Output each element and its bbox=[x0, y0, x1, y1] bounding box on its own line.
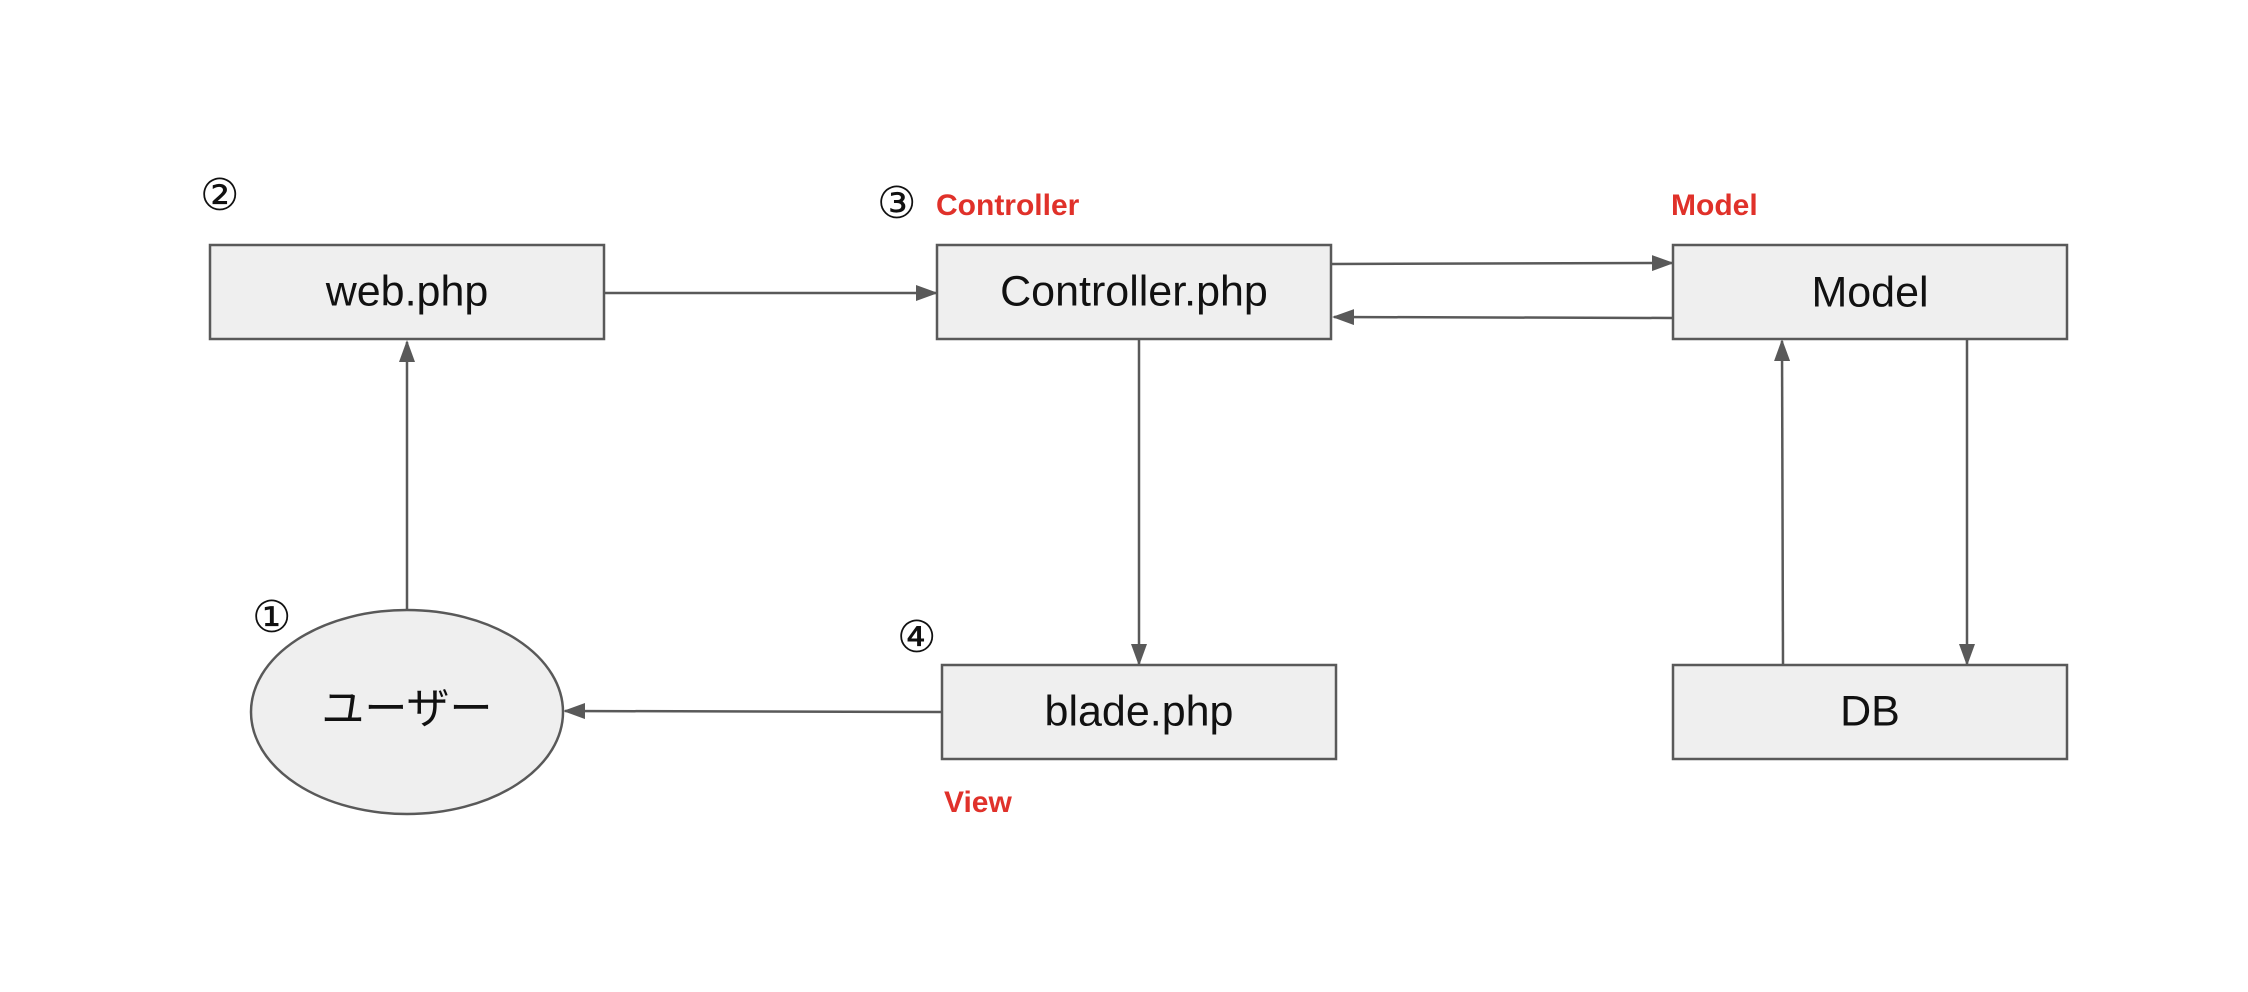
node-controller: Controller.php bbox=[935, 243, 1333, 341]
step-numbers: ① ② ③ ④ bbox=[200, 170, 936, 663]
layer-labels: Controller Model View bbox=[936, 189, 1758, 819]
layer-label-controller: Controller bbox=[936, 189, 1080, 222]
step-number-web: ② bbox=[200, 170, 239, 221]
node-model: Model bbox=[1671, 243, 2069, 341]
web-label: web.php bbox=[325, 267, 489, 315]
db-box bbox=[1671, 663, 2069, 761]
edge-controller-to-model bbox=[1331, 255, 1674, 272]
controller-box bbox=[935, 243, 1333, 341]
step-number-controller: ③ bbox=[877, 178, 916, 229]
model-label: Model bbox=[1811, 268, 1928, 316]
blade-label: blade.php bbox=[1045, 687, 1234, 735]
node-db: DB bbox=[1671, 663, 2069, 761]
controller-label: Controller.php bbox=[1000, 267, 1268, 315]
edges bbox=[399, 255, 1975, 720]
step-number-blade: ④ bbox=[897, 612, 936, 663]
layer-label-view: View bbox=[944, 786, 1012, 819]
layer-label-model: Model bbox=[1671, 189, 1758, 222]
edge-db-to-model bbox=[1774, 339, 1791, 666]
edge-blade-to-user bbox=[563, 703, 943, 720]
db-label: DB bbox=[1840, 687, 1900, 735]
model-box bbox=[1671, 243, 2069, 341]
user-label: ユーザー bbox=[321, 685, 492, 733]
node-blade: blade.php bbox=[940, 663, 1338, 761]
blade-box bbox=[940, 663, 1338, 761]
step-number-user: ① bbox=[252, 592, 291, 643]
node-user: ユーザー bbox=[249, 608, 565, 816]
node-web: web.php bbox=[208, 243, 606, 341]
user-ellipse bbox=[249, 608, 565, 816]
edge-model-to-controller bbox=[1332, 309, 1674, 326]
web-box bbox=[208, 243, 606, 341]
